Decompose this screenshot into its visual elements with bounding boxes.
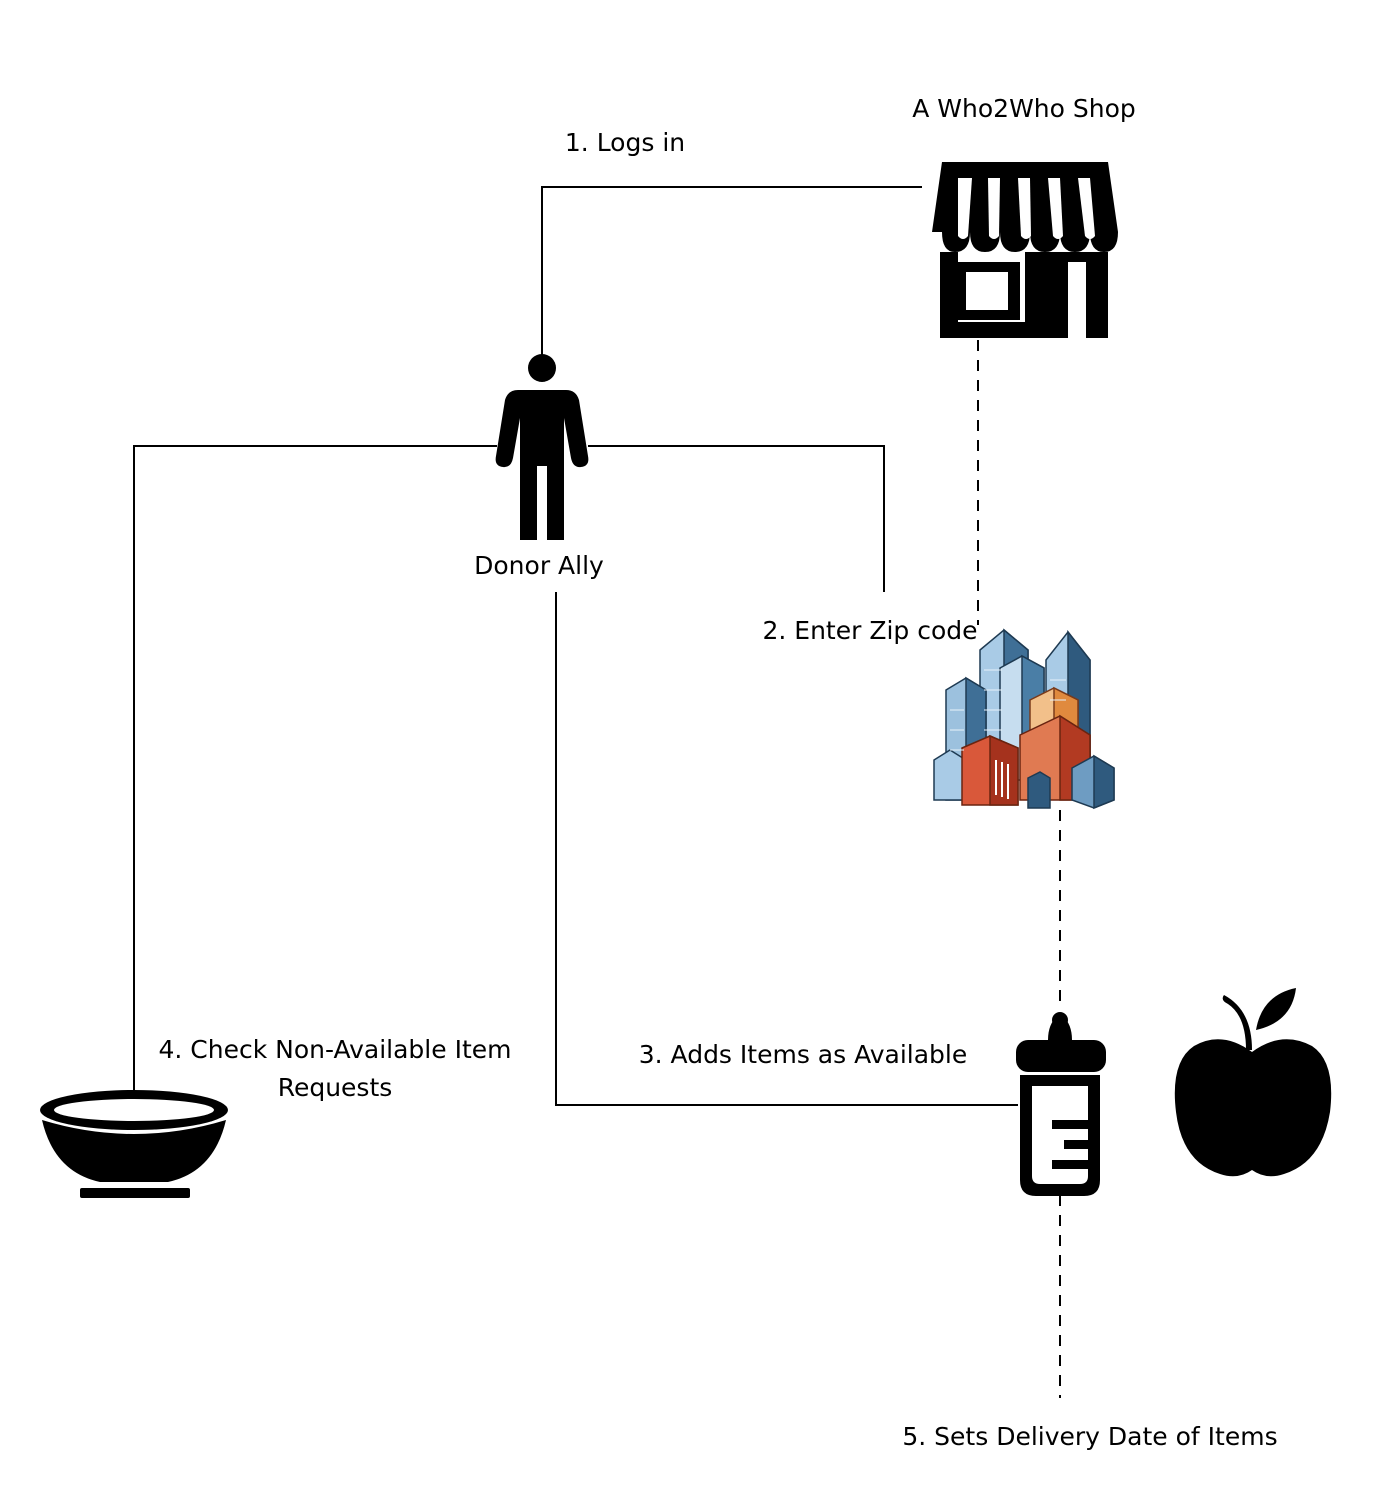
connector-check-requests [133,445,497,1090]
step-add-items-label: 3. Adds Items as Available [639,1040,968,1069]
bowl-icon [40,1090,228,1198]
step-delivery-label: 5. Sets Delivery Date of Items [902,1422,1277,1451]
city-buildings-icon [933,628,1115,810]
donor-label: Donor Ally [474,551,604,580]
step-check-requests-label-line2: Requests [278,1073,393,1102]
connector-login [541,186,922,355]
step-check-requests-label-line1: 4. Check Non-Available Item [159,1035,512,1064]
shop-icon [932,162,1118,338]
apple-icon [1174,988,1332,1177]
connectors [133,186,1061,1398]
person-icon [495,354,589,540]
shop-label: A Who2Who Shop [912,94,1136,123]
baby-bottle-icon [1016,1012,1106,1196]
connector-add-items [555,592,1018,1106]
step-login-label: 1. Logs in [565,128,685,157]
step-zip-label: 2. Enter Zip code [762,616,977,645]
connector-zip [588,445,885,592]
